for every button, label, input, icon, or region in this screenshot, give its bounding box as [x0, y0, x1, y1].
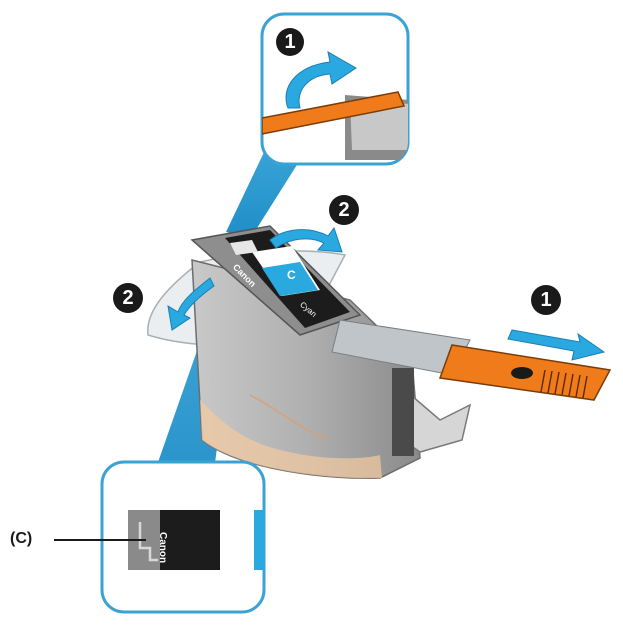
pull-arrow-right	[507, 329, 606, 361]
step-marker-1-tape	[531, 285, 561, 315]
tape-barcode	[540, 369, 588, 399]
cartridge-color-letter: C	[287, 268, 296, 282]
step-label-1-top: 1	[284, 31, 296, 53]
step-label-2-left: 2	[122, 287, 134, 309]
step-label-1-tape: 1	[540, 289, 552, 311]
rotate-arrow-right	[269, 226, 343, 253]
top-callout-lift-arrow	[285, 51, 357, 109]
step-label-2-top: 2	[338, 199, 350, 221]
rotate-arrow-left	[167, 277, 215, 331]
top-callout-beam	[226, 148, 300, 236]
callout-c-label: (C)	[10, 530, 33, 547]
top-callout-orange-tab	[262, 91, 406, 135]
step-marker-2-top	[329, 195, 359, 225]
callout-brand-label: Canon	[157, 532, 168, 564]
step-marker-2-left	[113, 283, 143, 313]
ink-cartridge	[190, 225, 472, 479]
top-callout-step-marker	[276, 28, 304, 56]
